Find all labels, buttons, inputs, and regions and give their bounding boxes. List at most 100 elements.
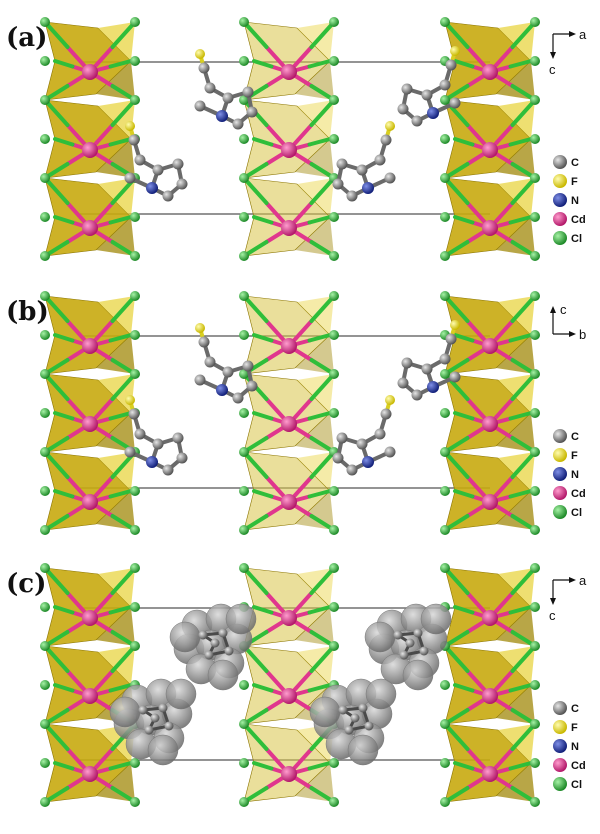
c-atom bbox=[411, 389, 423, 401]
cl-atom bbox=[329, 758, 339, 768]
legend-cl-label: Cl bbox=[571, 779, 582, 791]
c-atom bbox=[124, 446, 136, 458]
c-atom bbox=[128, 408, 140, 420]
octahedron-face bbox=[295, 61, 334, 100]
bond bbox=[252, 215, 274, 225]
bond bbox=[108, 761, 133, 771]
cl-atom bbox=[239, 486, 249, 496]
vdw-sphere bbox=[109, 696, 141, 728]
vdw-sphere bbox=[225, 603, 257, 635]
bond bbox=[443, 450, 470, 479]
bond bbox=[307, 761, 332, 771]
bond bbox=[252, 333, 274, 343]
octahedron-face bbox=[96, 763, 135, 802]
cd-atom bbox=[82, 338, 98, 354]
cl-atom bbox=[329, 486, 339, 496]
bond bbox=[510, 644, 537, 673]
cl-atom bbox=[130, 251, 140, 261]
axis-horizontal-label: a bbox=[579, 573, 587, 588]
bond bbox=[307, 59, 332, 69]
bond bbox=[443, 176, 470, 205]
cl-atom bbox=[440, 719, 450, 729]
octahedron-face bbox=[295, 763, 334, 802]
cl-atom bbox=[530, 758, 540, 768]
bond bbox=[309, 98, 336, 127]
bond bbox=[53, 137, 75, 147]
cl-atom bbox=[440, 251, 450, 261]
cl-atom bbox=[239, 447, 249, 457]
c-atom bbox=[413, 628, 423, 638]
cl-atom bbox=[130, 486, 140, 496]
bond bbox=[443, 566, 470, 595]
bond bbox=[508, 605, 533, 615]
bond bbox=[53, 683, 75, 693]
bond bbox=[108, 59, 133, 69]
cdcl-octahedra-chain bbox=[440, 17, 540, 261]
cl-atom bbox=[530, 17, 540, 27]
cl-atom bbox=[440, 680, 450, 690]
legend-cd-swatch bbox=[553, 758, 567, 772]
bond bbox=[508, 489, 533, 499]
f-atom bbox=[450, 46, 460, 56]
c-atom bbox=[449, 371, 461, 383]
bond bbox=[510, 20, 537, 49]
cl-atom bbox=[440, 17, 450, 27]
bond bbox=[43, 722, 70, 751]
organic-cation bbox=[124, 121, 188, 202]
cl-atom bbox=[239, 291, 249, 301]
legend-f-label: F bbox=[571, 722, 578, 734]
legend-cl-swatch bbox=[553, 231, 567, 245]
cl-atom bbox=[239, 797, 249, 807]
cl-atom bbox=[239, 680, 249, 690]
c-atom bbox=[198, 336, 210, 348]
organic-cation bbox=[332, 395, 396, 476]
bond bbox=[252, 489, 274, 499]
axis-horizontal-label: a bbox=[579, 27, 587, 42]
octahedron-face bbox=[295, 491, 334, 530]
c-atom bbox=[397, 103, 409, 115]
bond bbox=[309, 450, 336, 479]
vdw-sphere bbox=[165, 678, 197, 710]
f-atom bbox=[450, 320, 460, 330]
c-atom bbox=[445, 59, 457, 71]
cdcl-octahedra-chain bbox=[440, 291, 540, 535]
c-atom bbox=[210, 638, 220, 648]
c-atom bbox=[162, 190, 174, 202]
c-atom bbox=[232, 392, 244, 404]
bond bbox=[510, 176, 537, 205]
legend-f-swatch bbox=[553, 448, 567, 462]
cd-atom bbox=[281, 766, 297, 782]
cl-atom bbox=[40, 134, 50, 144]
cd-atom bbox=[82, 416, 98, 432]
bond bbox=[108, 489, 133, 499]
bond bbox=[108, 333, 133, 343]
cl-atom bbox=[239, 17, 249, 27]
bond bbox=[110, 98, 137, 127]
c-atom bbox=[358, 703, 368, 713]
cd-atom bbox=[482, 610, 498, 626]
legend-c-swatch bbox=[553, 155, 567, 169]
cl-atom bbox=[40, 56, 50, 66]
axis-vertical-label: c bbox=[560, 302, 567, 317]
cl-atom bbox=[239, 95, 249, 105]
cdcl-octahedra-chain bbox=[239, 17, 339, 261]
cl-atom bbox=[530, 797, 540, 807]
bond bbox=[53, 411, 75, 421]
n-atom bbox=[216, 110, 228, 122]
cl-atom bbox=[239, 563, 249, 573]
vdw-sphere bbox=[147, 734, 179, 766]
organic-cation bbox=[332, 121, 396, 202]
bond bbox=[510, 98, 537, 127]
cl-atom bbox=[239, 56, 249, 66]
n-atom bbox=[362, 456, 374, 468]
cl-atom bbox=[440, 486, 450, 496]
c-atom bbox=[419, 646, 429, 656]
bond bbox=[453, 137, 475, 147]
cl-atom bbox=[530, 56, 540, 66]
cd-atom bbox=[281, 688, 297, 704]
bond bbox=[453, 605, 475, 615]
c-atom bbox=[344, 725, 354, 735]
c-atom bbox=[380, 408, 392, 420]
legend-cl-swatch bbox=[553, 777, 567, 791]
